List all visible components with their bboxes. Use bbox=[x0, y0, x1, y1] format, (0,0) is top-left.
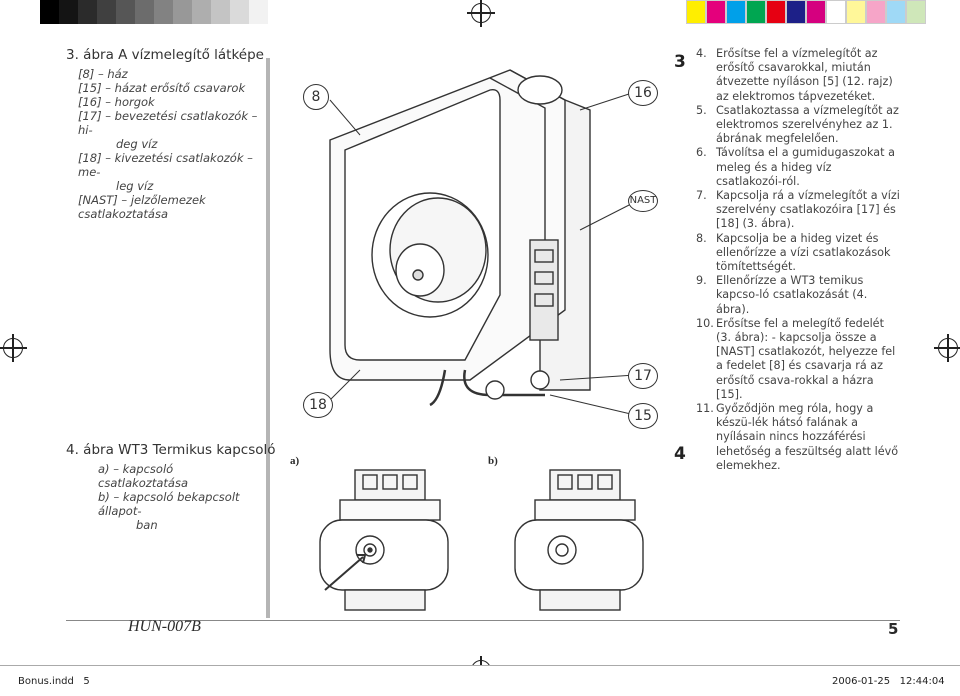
callout-16: 16 bbox=[628, 80, 658, 106]
grey-swatch bbox=[40, 0, 59, 24]
color-swatch bbox=[826, 0, 846, 24]
color-swatch bbox=[906, 0, 926, 24]
callout-nast: NAST bbox=[628, 190, 658, 212]
registration-mark-icon bbox=[934, 334, 960, 362]
grey-swatch bbox=[116, 0, 135, 24]
grey-swatch bbox=[192, 0, 211, 24]
registration-mark-icon bbox=[0, 334, 27, 362]
label-b: b) bbox=[488, 455, 498, 467]
color-swatch bbox=[726, 0, 746, 24]
legend-item: [16] – horgok bbox=[78, 95, 155, 109]
grey-swatch bbox=[135, 0, 154, 24]
page-number: 5 bbox=[888, 620, 899, 638]
color-swatch bbox=[866, 0, 886, 24]
list-item: 10.Erősítse fel a melegítő fedelét (3. á… bbox=[696, 316, 896, 401]
grey-swatch bbox=[97, 0, 116, 24]
grey-swatch bbox=[78, 0, 97, 24]
figure-number: 4 bbox=[674, 444, 686, 464]
legend-item: deg víz bbox=[116, 137, 158, 151]
callout-8: 8 bbox=[303, 84, 329, 110]
legend-item: [18] – kivezetési csatlakozók – me- bbox=[78, 151, 253, 179]
legend-item: leg víz bbox=[116, 179, 154, 193]
color-swatch bbox=[786, 0, 806, 24]
callout-15: 15 bbox=[628, 403, 658, 429]
color-swatch bbox=[846, 0, 866, 24]
color-swatch bbox=[686, 0, 706, 24]
thermal-switch-a-drawing bbox=[319, 469, 449, 611]
legend-item: b) – kapcsoló bekapcsolt állapot- bbox=[98, 490, 240, 518]
footer-rule bbox=[66, 620, 900, 621]
slug-file: Bonus.indd 5 bbox=[18, 676, 90, 687]
figure4-legend: a) – kapcsoló csatlakoztatása b) – kapcs… bbox=[98, 462, 266, 532]
figure3-legend: [8] – ház [15] – házat erősítő csavarok … bbox=[78, 67, 268, 221]
callout-17: 17 bbox=[628, 363, 658, 389]
color-swatch bbox=[806, 0, 826, 24]
instruction-list: 4.Erősítse fel a vízmelegítőt az erősítő… bbox=[696, 47, 900, 473]
figure-number: 3 bbox=[674, 52, 686, 72]
list-item: 9.Ellenőrízze a WT3 temikus kapcso-ló cs… bbox=[696, 274, 868, 316]
color-swatch bbox=[766, 0, 786, 24]
grey-swatch bbox=[230, 0, 249, 24]
callout-18: 18 bbox=[303, 392, 333, 418]
color-swatch bbox=[706, 0, 726, 24]
list-item: 6.Távolítsa el a gumidugaszokat a meleg … bbox=[696, 146, 895, 188]
legend-item: [15] – házat erősítő csavarok bbox=[78, 81, 246, 95]
registration-mark-icon bbox=[467, 0, 495, 27]
figure3-title: 3. ábra A vízmelegítő látképe bbox=[66, 47, 264, 63]
slug-bar bbox=[0, 665, 960, 696]
legend-item: [17] – bevezetési csatlakozók – hi- bbox=[78, 109, 258, 137]
list-item: 4.Erősítse fel a vízmelegítőt az erősítő… bbox=[696, 47, 893, 103]
water-heater-drawing bbox=[329, 69, 636, 416]
figure4-title: 4. ábra WT3 Termikus kapcsoló bbox=[66, 442, 276, 458]
grey-swatch bbox=[211, 0, 230, 24]
grey-swatch bbox=[154, 0, 173, 24]
doc-code: HUN-007B bbox=[128, 618, 201, 635]
grey-swatch bbox=[173, 0, 192, 24]
legend-item: a) – kapcsoló csatlakoztatása bbox=[98, 462, 188, 490]
slug-date: 2006-01-25 12:44:04 bbox=[832, 676, 945, 687]
grey-swatch bbox=[59, 0, 78, 24]
thermal-switch-b-drawing bbox=[514, 469, 644, 611]
legend-item: ban bbox=[136, 518, 158, 532]
color-swatch bbox=[886, 0, 906, 24]
legend-item: [NAST] – jelzőlemezek csatlakoztatása bbox=[78, 193, 206, 221]
legend-item: [8] – ház bbox=[78, 67, 128, 81]
list-item: 5.Csatlakoztassa a vízmelegítőt az elekt… bbox=[696, 103, 899, 146]
list-item: 7.Kapcsolja rá a vízmelegítőt a vízi sze… bbox=[696, 189, 900, 231]
list-item: 8.Kapcsolja be a hideg vizet és ellenőrí… bbox=[696, 231, 891, 274]
column-divider bbox=[266, 58, 270, 618]
list-item: 11.Győződjön meg róla, hogy a készü-lék … bbox=[696, 402, 899, 472]
grey-swatch bbox=[249, 0, 268, 24]
label-a: a) bbox=[290, 455, 300, 467]
color-swatch bbox=[746, 0, 766, 24]
